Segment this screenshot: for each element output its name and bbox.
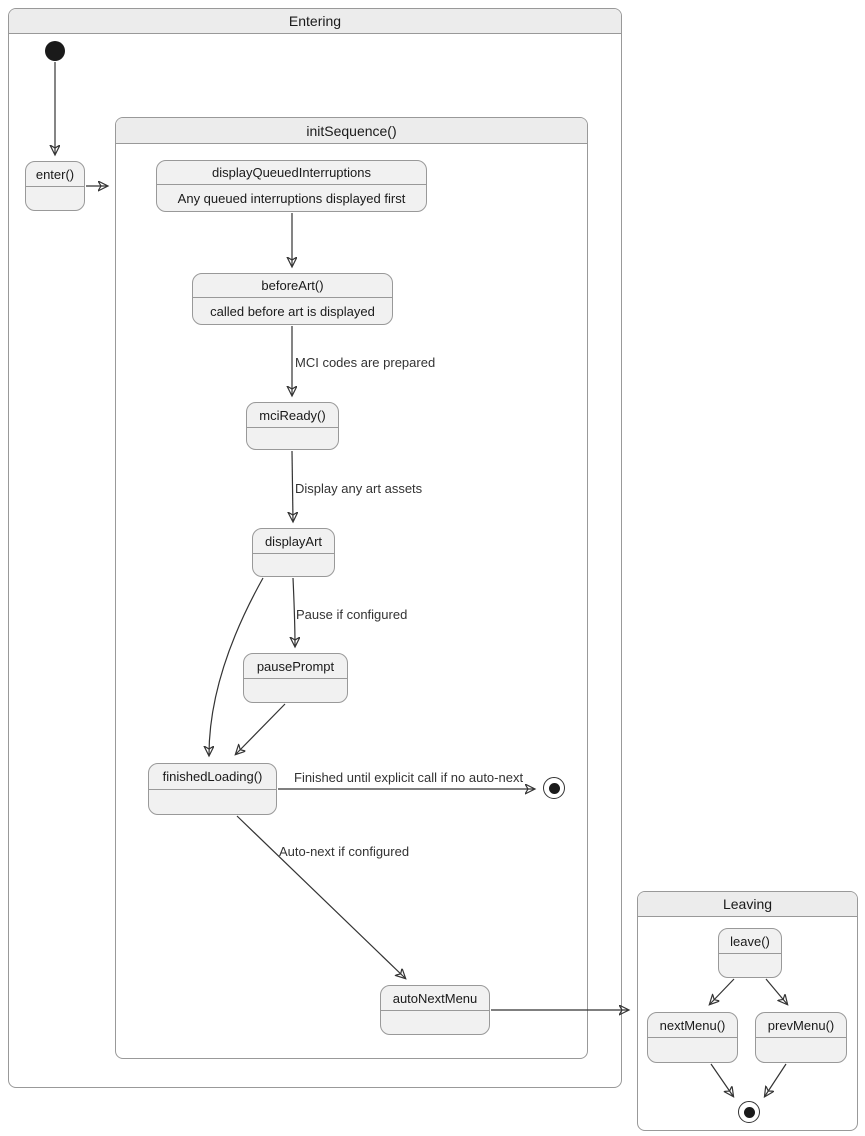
state-prevmenu-title: prevMenu() bbox=[756, 1013, 846, 1038]
state-pauseprompt-body bbox=[244, 679, 347, 702]
state-displayart-title: displayArt bbox=[253, 529, 334, 554]
final-state-entering-icon bbox=[543, 777, 565, 799]
edge-label-auto-next-if-configured: Auto-next if configured bbox=[279, 844, 410, 859]
state-leave: leave() bbox=[718, 928, 782, 978]
state-displayqueuedinterruptions-title: displayQueuedInterruptions bbox=[157, 161, 426, 185]
initial-state-icon bbox=[45, 41, 65, 61]
state-enter-title: enter() bbox=[26, 162, 84, 187]
final-state-leaving-icon bbox=[738, 1101, 760, 1123]
state-autonextmenu-body bbox=[381, 1011, 489, 1034]
state-prevmenu-body bbox=[756, 1038, 846, 1062]
state-displayqueuedinterruptions-desc: Any queued interruptions displayed first bbox=[177, 190, 406, 206]
edge-label-finished-until-explicit: Finished until explicit call if no auto-… bbox=[294, 770, 524, 785]
state-autonextmenu: autoNextMenu bbox=[380, 985, 490, 1035]
state-mciready-title: mciReady() bbox=[247, 403, 338, 428]
state-nextmenu-title: nextMenu() bbox=[648, 1013, 737, 1038]
state-mciready-body bbox=[247, 428, 338, 449]
state-pauseprompt-title: pausePrompt bbox=[244, 654, 347, 679]
state-finishedloading: finishedLoading() bbox=[148, 763, 277, 815]
composite-state-leaving-title: Leaving bbox=[638, 892, 857, 917]
state-enter-body bbox=[26, 187, 84, 210]
state-beforeart: beforeArt() called before art is display… bbox=[192, 273, 393, 325]
state-nextmenu-body bbox=[648, 1038, 737, 1062]
state-displayart: displayArt bbox=[252, 528, 335, 577]
composite-state-initsequence-title: initSequence() bbox=[116, 118, 587, 144]
state-displayqueuedinterruptions: displayQueuedInterruptions Any queued in… bbox=[156, 160, 427, 212]
state-autonextmenu-title: autoNextMenu bbox=[381, 986, 489, 1011]
edge-label-mci-codes: MCI codes are prepared bbox=[295, 355, 436, 370]
state-leave-title: leave() bbox=[719, 929, 781, 954]
state-enter: enter() bbox=[25, 161, 85, 211]
state-prevmenu: prevMenu() bbox=[755, 1012, 847, 1063]
composite-state-initsequence: initSequence() bbox=[115, 117, 588, 1059]
state-displayart-body bbox=[253, 554, 334, 576]
state-leave-body bbox=[719, 954, 781, 977]
composite-state-leaving: Leaving bbox=[637, 891, 858, 1131]
state-pauseprompt: pausePrompt bbox=[243, 653, 348, 703]
edge-label-display-art-assets: Display any art assets bbox=[295, 481, 423, 496]
state-beforeart-desc: called before art is displayed bbox=[210, 303, 375, 319]
state-nextmenu: nextMenu() bbox=[647, 1012, 738, 1063]
state-mciready: mciReady() bbox=[246, 402, 339, 450]
state-beforeart-title: beforeArt() bbox=[193, 274, 392, 298]
final-state-inner-dot bbox=[548, 782, 560, 794]
edge-label-pause-if-configured: Pause if configured bbox=[296, 607, 408, 622]
state-finishedloading-body bbox=[149, 790, 276, 814]
final-state-inner-dot bbox=[743, 1106, 755, 1118]
composite-state-entering-title: Entering bbox=[9, 9, 621, 34]
state-finishedloading-title: finishedLoading() bbox=[149, 764, 276, 790]
